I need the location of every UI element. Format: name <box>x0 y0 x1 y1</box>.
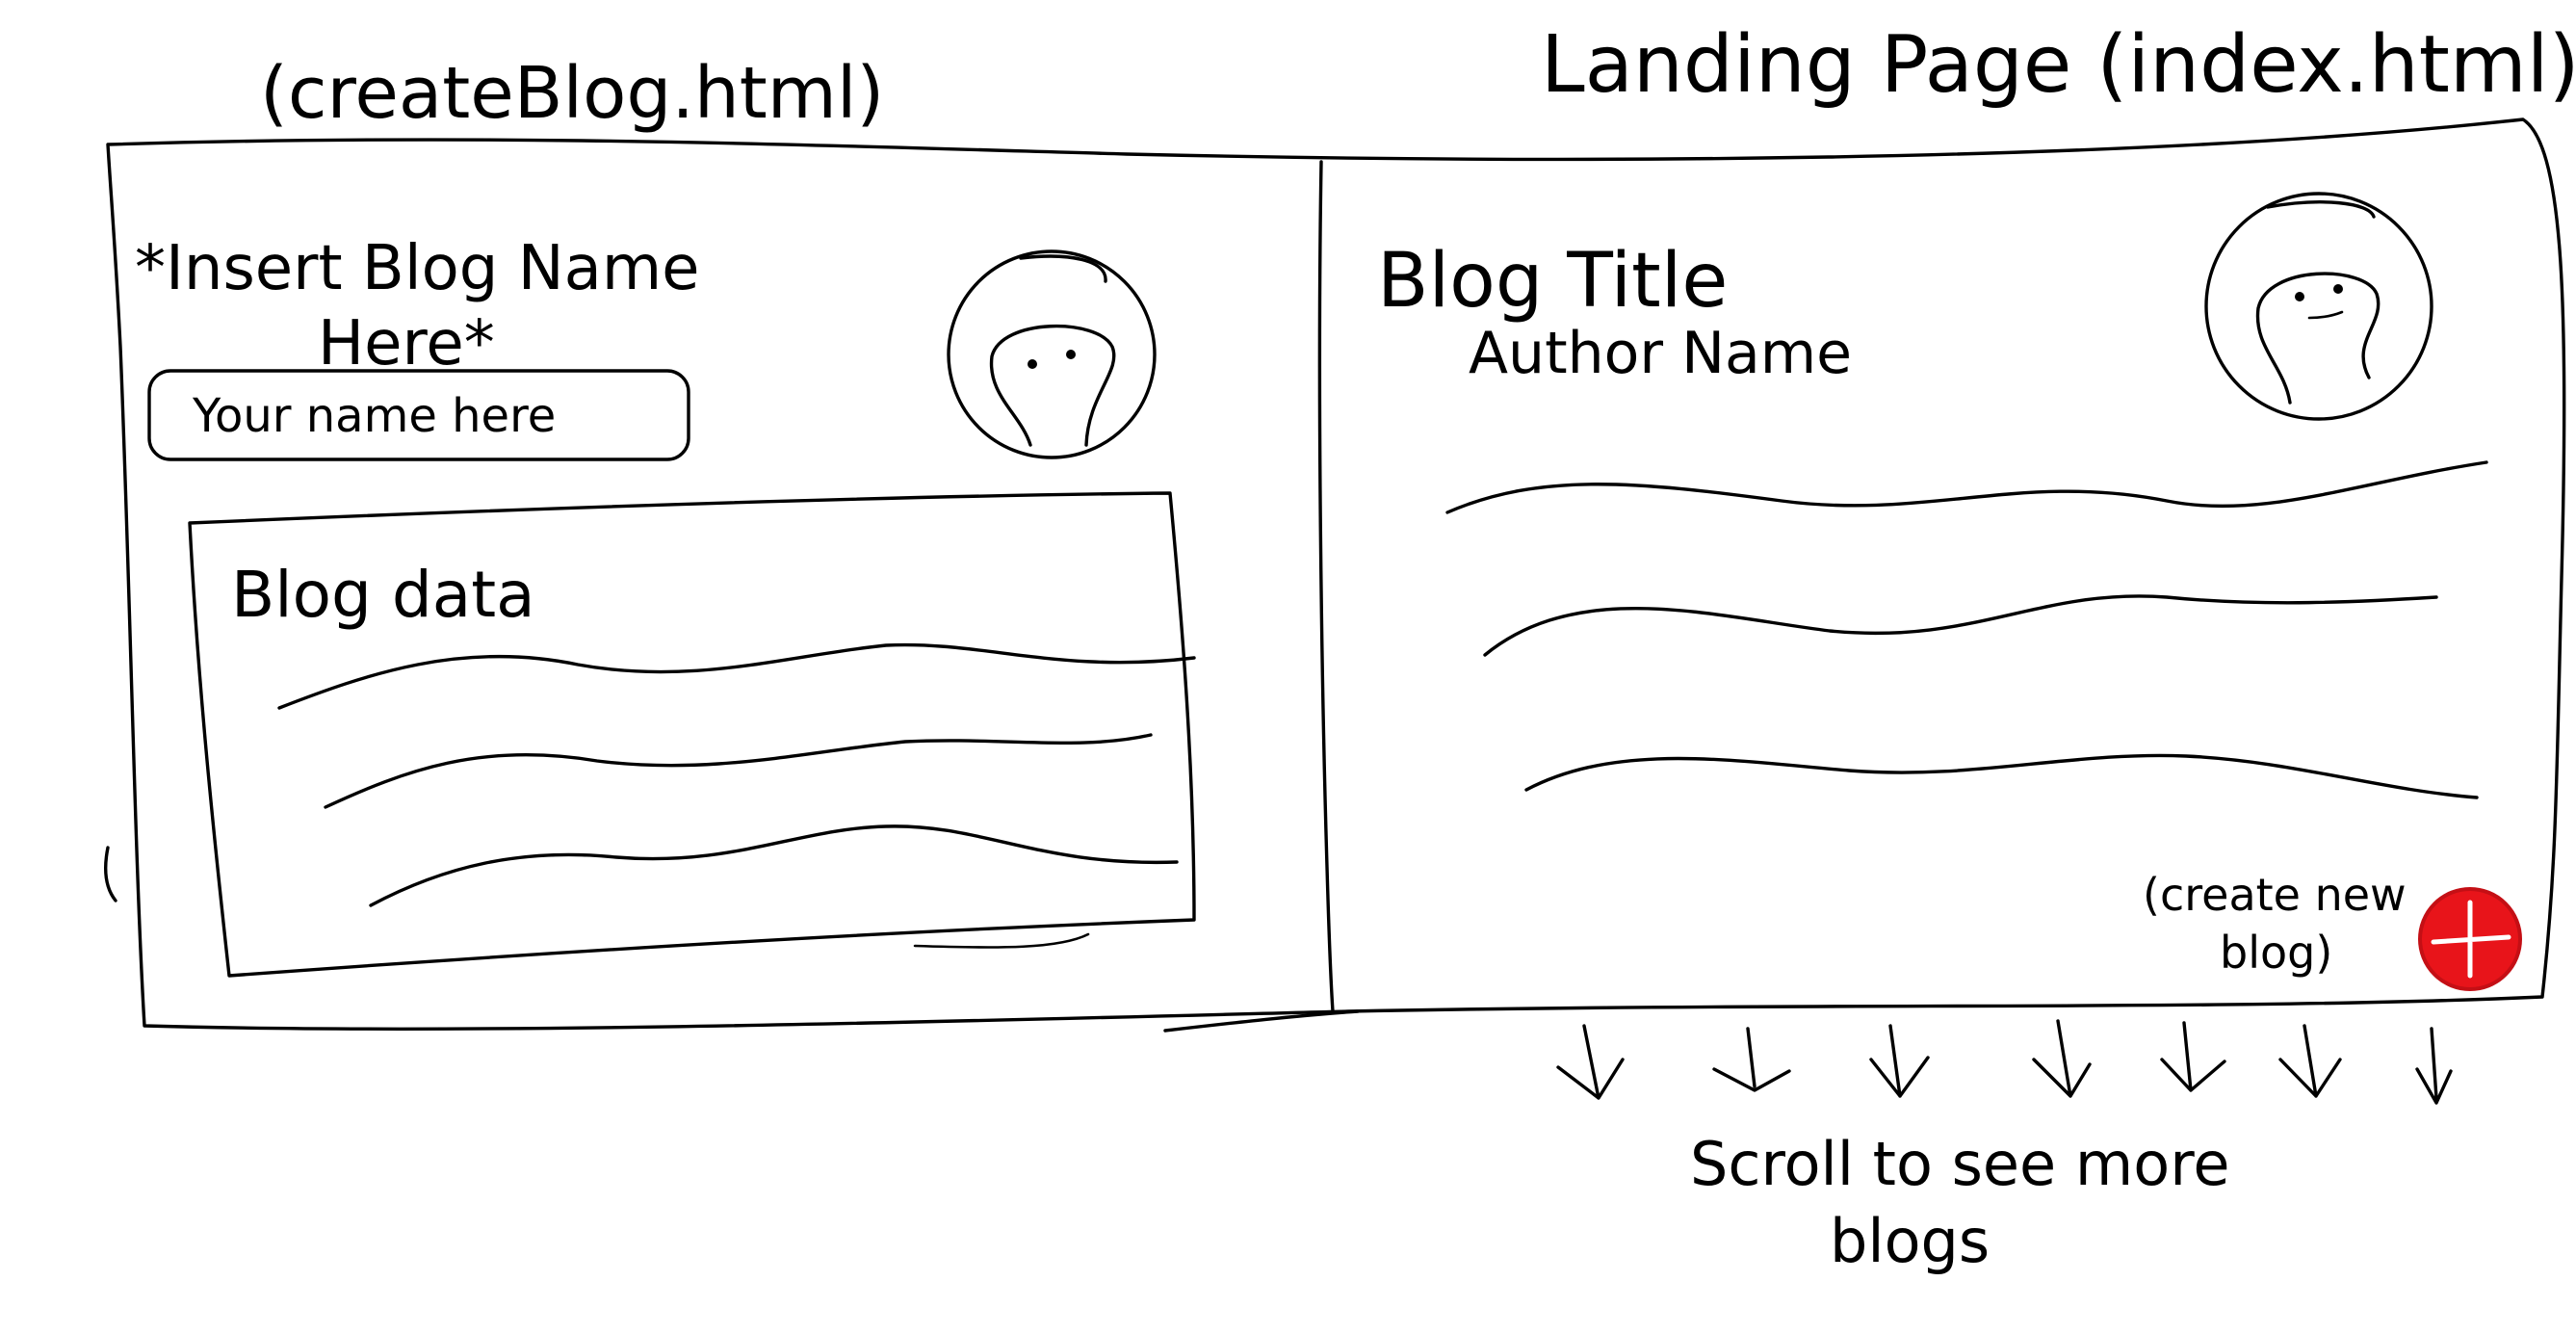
blog-content-line-2 <box>1483 594 2438 657</box>
create-blog-button[interactable] <box>2418 887 2522 991</box>
plus-icon <box>2431 900 2511 979</box>
divider-bottom-stroke <box>1163 1009 1360 1033</box>
create-blog-hint-line2: blog) <box>2220 927 2332 979</box>
down-arrow-icon <box>2278 1024 2342 1098</box>
author-name-input[interactable] <box>147 369 690 461</box>
down-arrow-icon <box>2415 1027 2453 1105</box>
blog-data-line-2 <box>324 733 1153 809</box>
person-avatar-icon <box>2204 192 2433 421</box>
scroll-hint-line2: blogs <box>1830 1206 1990 1276</box>
outer-frame-left-tick <box>103 846 117 902</box>
person-avatar-icon <box>947 249 1157 459</box>
page-divider <box>1317 160 1335 1013</box>
scroll-arrows <box>1556 1019 2453 1105</box>
down-arrow-icon <box>2032 1019 2092 1098</box>
blog-name-field-line2[interactable]: Here* <box>318 308 495 379</box>
author-name: Author Name <box>1469 320 1852 387</box>
create-blog-hint-line1: (create new <box>2143 869 2407 921</box>
down-arrow-icon <box>1712 1027 1791 1092</box>
blog-content-line-1 <box>1445 460 2488 514</box>
author-name-input-text: Your name here <box>192 389 556 443</box>
landing-page: Blog Title Author Name (create new blog) <box>1377 192 2522 1276</box>
blog-data-line-3 <box>369 824 1179 907</box>
outer-frame <box>106 118 2566 1031</box>
blog-title[interactable]: Blog Title <box>1377 238 1728 325</box>
blog-data-scroll-mark <box>913 932 1090 949</box>
blog-data-textarea[interactable] <box>188 491 1196 978</box>
blog-data-line-1 <box>277 642 1196 710</box>
scroll-hint-line1: Scroll to see more <box>1690 1129 2230 1199</box>
blog-name-field-line1[interactable]: *Insert Blog Name <box>135 233 700 304</box>
down-arrow-icon <box>1869 1024 1930 1098</box>
landing-page-label: Landing Page (index.html) <box>1541 19 2576 111</box>
blog-data-label: Blog data <box>231 558 535 632</box>
create-page-label: (createBlog.html) <box>260 52 884 135</box>
down-arrow-icon <box>1556 1024 1625 1100</box>
down-arrow-icon <box>2160 1021 2226 1092</box>
blog-content-line-3 <box>1524 753 2479 799</box>
create-blog-page: *Insert Blog Name Here* Your name here B… <box>135 233 1196 978</box>
